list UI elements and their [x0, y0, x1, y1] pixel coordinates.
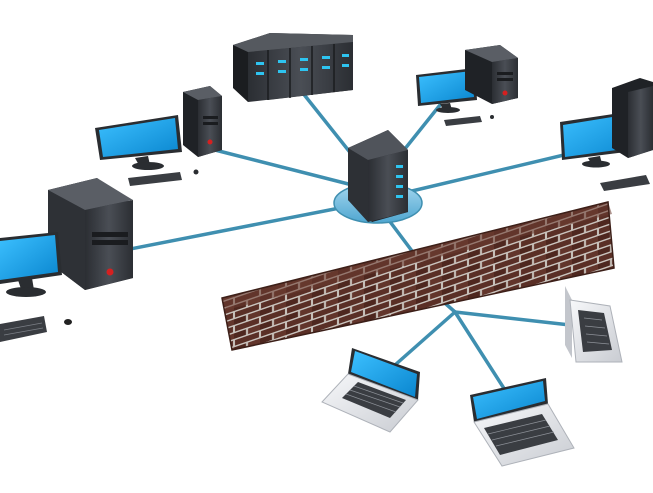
desktop-computer-icon: [416, 45, 518, 126]
laptop-right: [565, 286, 623, 363]
keyboard-icon: [444, 116, 482, 126]
firewall: [221, 201, 615, 351]
keyboard-icon: [128, 172, 182, 186]
laptop-icon: [470, 378, 575, 467]
link-laptop-right: [453, 310, 572, 327]
rack-server-icon: [233, 33, 353, 102]
central-server: [333, 130, 423, 224]
desktop-computer-icon: [0, 178, 133, 342]
laptop-icon: [565, 286, 623, 363]
keyboard-icon: [0, 316, 47, 342]
link-workstation-top-left: [213, 148, 374, 192]
workstation-top-left: [95, 86, 222, 186]
laptop-icon: [321, 348, 420, 433]
rack-server: [233, 33, 353, 102]
mouse-icon: [193, 169, 199, 175]
link-workstation-left: [123, 203, 357, 252]
desktop-computer-icon: [95, 86, 222, 186]
mouse-icon: [64, 319, 72, 325]
mouse-icon: [490, 115, 494, 119]
link-laptop-left: [393, 310, 457, 367]
laptop-middle: [470, 378, 575, 467]
workstation-left: [0, 178, 133, 342]
desktop-computer-icon: [560, 78, 653, 191]
keyboard-icon: [600, 175, 650, 191]
link-workstation-right: [393, 148, 587, 197]
workstation-right: [560, 78, 653, 191]
server-tower-icon: [348, 130, 408, 222]
laptop-left: [321, 348, 420, 433]
link-laptop-middle: [453, 310, 507, 392]
workstation-top-right: [416, 45, 518, 126]
brick-wall-icon: [221, 201, 615, 351]
